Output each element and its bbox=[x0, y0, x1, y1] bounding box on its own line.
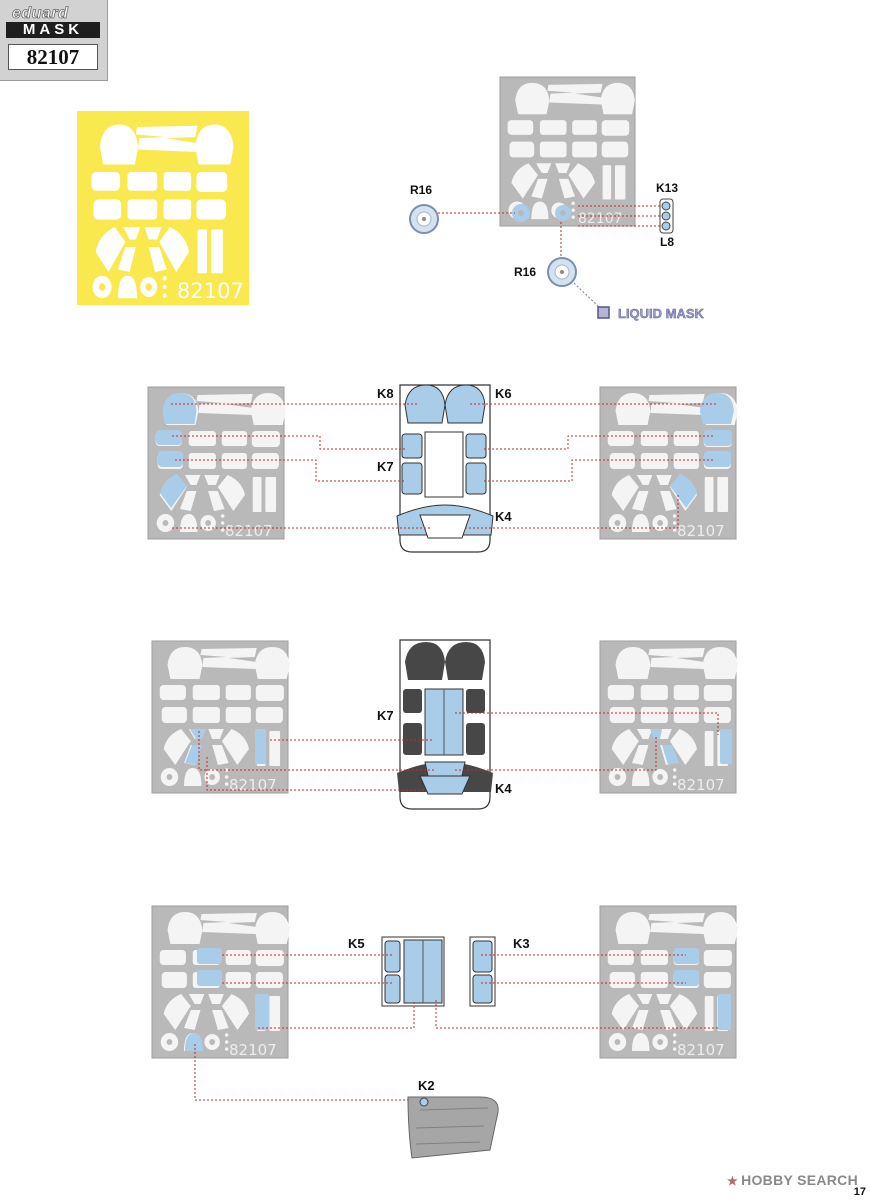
k3-panel bbox=[469, 936, 496, 1007]
set-number: 82107 bbox=[8, 44, 98, 70]
hobby-search-logo-icon: ★ bbox=[727, 1174, 739, 1188]
footer-watermark-text: HOBBY SEARCH bbox=[741, 1172, 858, 1188]
r16-wheel-left bbox=[409, 204, 439, 234]
yellow-mask-sheet: 82107 bbox=[77, 111, 249, 305]
label-l8: L8 bbox=[660, 235, 674, 249]
yellow-sheet-code: 82107 bbox=[177, 279, 244, 303]
label-k5: K5 bbox=[348, 936, 365, 951]
label-k6: K6 bbox=[495, 386, 512, 401]
step1-sheet-right: 82107 bbox=[599, 386, 738, 540]
label-r16-left: R16 bbox=[410, 183, 432, 197]
step2-right-sheet-code: 82107 bbox=[677, 776, 725, 794]
k5-panel bbox=[381, 936, 445, 1007]
label-k13: K13 bbox=[656, 181, 678, 195]
step1-left-sheet-code: 82107 bbox=[225, 522, 273, 540]
label-k4-step2: K4 bbox=[495, 781, 512, 796]
brand-box: eduard MASK 82107 bbox=[0, 0, 108, 81]
liquid-mask-swatch bbox=[597, 306, 610, 319]
label-k7: K7 bbox=[377, 459, 394, 474]
step3-right-sheet-code: 82107 bbox=[677, 1041, 725, 1059]
step3-sheet-right: 82107 bbox=[599, 905, 738, 1059]
label-k3: K3 bbox=[513, 936, 530, 951]
liquid-mask-label: LIQUID MASK bbox=[618, 306, 705, 321]
grey-sheet-code: 82107 bbox=[578, 211, 623, 227]
footer-watermark: ★HOBBY SEARCH bbox=[727, 1172, 858, 1188]
leader-liquid-mask bbox=[573, 282, 601, 309]
step2-left-sheet-code: 82107 bbox=[229, 776, 277, 794]
step1-right-sheet-code: 82107 bbox=[677, 522, 725, 540]
step2-sheet-left: 82107 bbox=[151, 640, 290, 794]
label-k4: K4 bbox=[495, 509, 512, 524]
step3-left-sheet-code: 82107 bbox=[229, 1041, 277, 1059]
r16-wheel-bottom bbox=[547, 257, 577, 287]
step1-canopy bbox=[396, 384, 494, 553]
label-k2: K2 bbox=[418, 1078, 435, 1093]
label-k7-step2: K7 bbox=[377, 708, 394, 723]
grey-sheet-top: 82107 bbox=[499, 76, 636, 227]
step2-leaders bbox=[198, 712, 719, 791]
label-r16-bottom: R16 bbox=[514, 265, 536, 279]
step2-sheet-right: 82107 bbox=[599, 640, 738, 794]
k2-wing-part bbox=[407, 1096, 499, 1159]
brand-eduard-logo: eduard bbox=[12, 5, 69, 23]
label-k8: K8 bbox=[377, 386, 394, 401]
step1-sheet-left: 82107 bbox=[147, 386, 286, 540]
step3-sheet-left: 82107 bbox=[151, 905, 290, 1059]
k13-l8-light-strip bbox=[659, 198, 674, 234]
brand-mask-bar: MASK bbox=[6, 22, 100, 38]
page-number: 17 bbox=[853, 1186, 866, 1198]
step1-leaders bbox=[171, 403, 716, 529]
step2-canopy bbox=[397, 639, 493, 810]
step3-leaders bbox=[194, 954, 720, 1101]
